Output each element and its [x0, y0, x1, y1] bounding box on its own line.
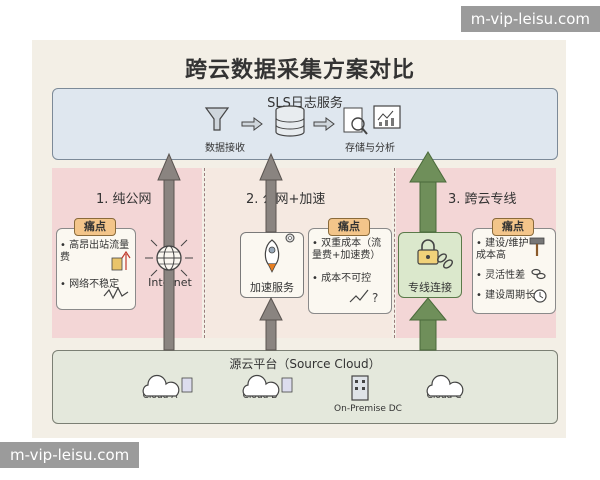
pain-tag-3: 痛点 — [492, 218, 534, 236]
gear-icon — [285, 233, 295, 243]
arrow-right-icon — [313, 117, 335, 131]
source-cloud-title: 源云平台（Source Cloud） — [229, 357, 381, 371]
pain-point-2-2: 量费+加速费） — [312, 250, 381, 261]
column-3-title: 3. 跨云专线 — [448, 192, 517, 207]
money-up-icon — [111, 250, 131, 271]
chain-link-icon — [531, 268, 546, 280]
svg-text:?: ? — [372, 291, 378, 305]
acceleration-service-label: 加速服务 — [250, 281, 294, 294]
cloud-icon — [426, 374, 464, 397]
sls-store-label: 存储与分析 — [345, 143, 395, 154]
lock-icon — [417, 239, 439, 265]
magnifier-chart-icon — [343, 107, 368, 135]
pain-tag-2: 痛点 — [328, 218, 370, 236]
globe-icon — [145, 239, 193, 277]
pain-point-1-3: • 网络不稳定 — [60, 279, 120, 290]
dedicated-line-label: 专线连接 — [408, 281, 452, 294]
column-1-title: 1. 纯公网 — [96, 192, 152, 207]
cloud-icon — [242, 374, 293, 397]
rocket-icon — [264, 239, 280, 273]
arrow-source-to-dedicated — [408, 297, 448, 351]
column-divider-1 — [204, 168, 205, 338]
on-premise-dc-label: On-Premise DC — [334, 404, 402, 414]
pain-point-1-1: • 高昂出站流量 — [60, 240, 130, 251]
cloud-icon — [142, 374, 193, 397]
pain-point-2-1: • 双重成本（流 — [312, 238, 382, 249]
dashboard-icon — [373, 105, 401, 129]
pain-point-3-4: • 建设周期长 — [476, 290, 536, 301]
database-icon — [275, 105, 305, 137]
arrow-right-icon — [241, 117, 263, 131]
hammer-icon — [529, 237, 545, 256]
pain-point-3-1: • 建设/维护 — [476, 238, 529, 249]
clock-icon — [533, 289, 547, 303]
arrow-accel-to-sls — [259, 152, 283, 233]
watermark-top: m-vip-leisu.com — [460, 6, 600, 32]
watermark-bottom: m-vip-leisu.com — [0, 442, 140, 468]
pain-point-3-3: • 灵活性差 — [476, 270, 526, 281]
pain-point-2-3: • 成本不可控 — [312, 273, 372, 284]
source-cloud-box: 源云平台（Source Cloud） — [52, 350, 558, 424]
pain-panel-1 — [56, 228, 136, 310]
pain-panel-2 — [308, 228, 392, 314]
arrow-dedicated-to-sls — [409, 151, 447, 233]
arrow-source-to-accel — [259, 296, 283, 351]
chain-icon — [437, 253, 453, 269]
chart-question-icon: ? — [349, 289, 378, 305]
column-divider-2 — [394, 168, 395, 338]
pain-point-1-2: 费 — [60, 252, 70, 263]
sls-receive-label: 数据接收 — [205, 143, 245, 154]
diagram-title: 跨云数据采集方案对比 — [184, 58, 415, 83]
unstable-signal-icon — [103, 286, 129, 300]
sls-service-box: SLS日志服务 数据接收 存储与分析 — [52, 88, 558, 160]
funnel-icon — [204, 107, 230, 131]
building-icon — [351, 375, 369, 401]
pain-point-3-2: 成本高 — [476, 250, 506, 261]
pain-tag-1: 痛点 — [74, 218, 116, 236]
